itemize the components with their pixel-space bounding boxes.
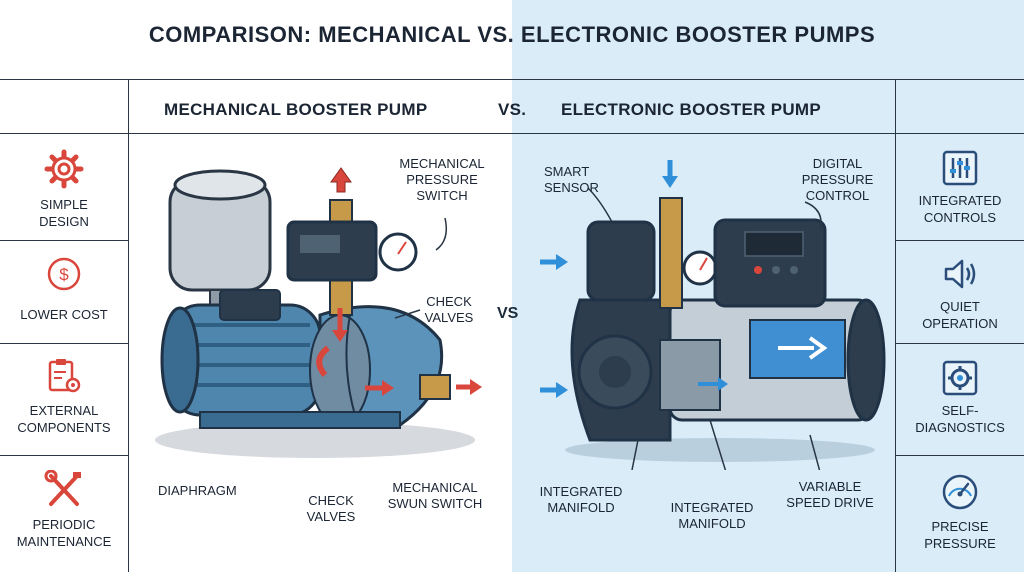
feature-self-diagnostics: SELF- DIAGNOSTICS — [896, 360, 1024, 436]
right-column-divider — [895, 79, 896, 572]
left-row-divider — [0, 455, 128, 456]
label-digital-pressure-control: DIGITAL PRESSURE CONTROL — [801, 156, 874, 203]
left-row-divider — [0, 343, 128, 344]
feature-precise-pressure: PRECISE PRESSURE — [896, 472, 1024, 552]
electronic-pump-illustration — [540, 160, 886, 470]
title-divider — [0, 79, 1024, 80]
label-variable-speed-drive: VARIABLE SPEED DRIVE — [786, 479, 874, 510]
feature-label: INTEGRATED CONTROLS — [918, 193, 1002, 225]
feature-label: SELF- DIAGNOSTICS — [915, 403, 1005, 435]
label-check-valves-bottom: CHECK VALVES — [306, 493, 356, 524]
speaker-icon — [944, 259, 976, 289]
page-title: COMPARISON: MECHANICAL VS. ELECTRONIC BO… — [148, 22, 876, 47]
self-diagnostic-icon — [942, 360, 978, 396]
wrench-screwdriver-icon — [44, 470, 81, 506]
feature-label: PRECISE PRESSURE — [924, 519, 996, 551]
feature-periodic-maintenance: PERIODIC MAINTENANCE — [0, 470, 128, 550]
label-smart-sensor: SMART SENSOR — [544, 164, 599, 195]
mechanical-pump-heading: MECHANICAL BOOSTER PUMP — [164, 100, 428, 119]
gear-icon — [44, 149, 84, 189]
label-diaphragm: DIAPHRAGM — [158, 483, 237, 498]
center-vs-label: VS — [497, 305, 519, 322]
electronic-pump-heading: ELECTRONIC BOOSTER PUMP — [561, 100, 822, 119]
left-row-divider — [0, 240, 128, 241]
feature-quiet-operation: QUIET OPERATION — [896, 256, 1024, 332]
left-column-divider — [128, 79, 129, 572]
right-row-divider — [896, 343, 1024, 344]
feature-label: QUIET OPERATION — [922, 299, 998, 331]
feature-label: LOWER COST — [20, 307, 108, 322]
dollar-icon: $ — [47, 257, 81, 291]
svg-text:$: $ — [59, 265, 69, 284]
gauge-icon — [942, 474, 978, 510]
feature-integrated-controls: INTEGRATED CONTROLS — [896, 150, 1024, 226]
sliders-icon — [942, 150, 978, 186]
right-row-divider — [896, 455, 1024, 456]
feature-external-components: EXTERNAL COMPONENTS — [0, 356, 128, 436]
mechanical-pump-illustration — [155, 167, 482, 458]
clipboard-gear-icon — [48, 359, 81, 393]
label-integrated-manifold-left: INTEGRATED MANIFOLD — [539, 484, 623, 515]
label-mechanical-pressure-switch: MECHANICAL PRESSURE SWITCH — [399, 156, 485, 203]
feature-label: EXTERNAL COMPONENTS — [17, 403, 111, 435]
label-mechanical-switch: MECHANICAL SWUN SWITCH — [387, 480, 483, 511]
feature-label: SIMPLE DESIGN — [39, 197, 89, 229]
feature-label: PERIODIC MAINTENANCE — [16, 517, 112, 549]
header-vs-label: VS. — [498, 100, 527, 119]
feature-simple-design: SIMPLE DESIGN — [0, 148, 128, 230]
feature-lower-cost: $ LOWER COST — [0, 256, 128, 323]
right-row-divider — [896, 240, 1024, 241]
label-check-valves-top: CHECK VALVES — [424, 294, 474, 325]
header-divider — [0, 133, 1024, 134]
label-integrated-manifold-right: INTEGRATED MANIFOLD — [670, 500, 754, 531]
